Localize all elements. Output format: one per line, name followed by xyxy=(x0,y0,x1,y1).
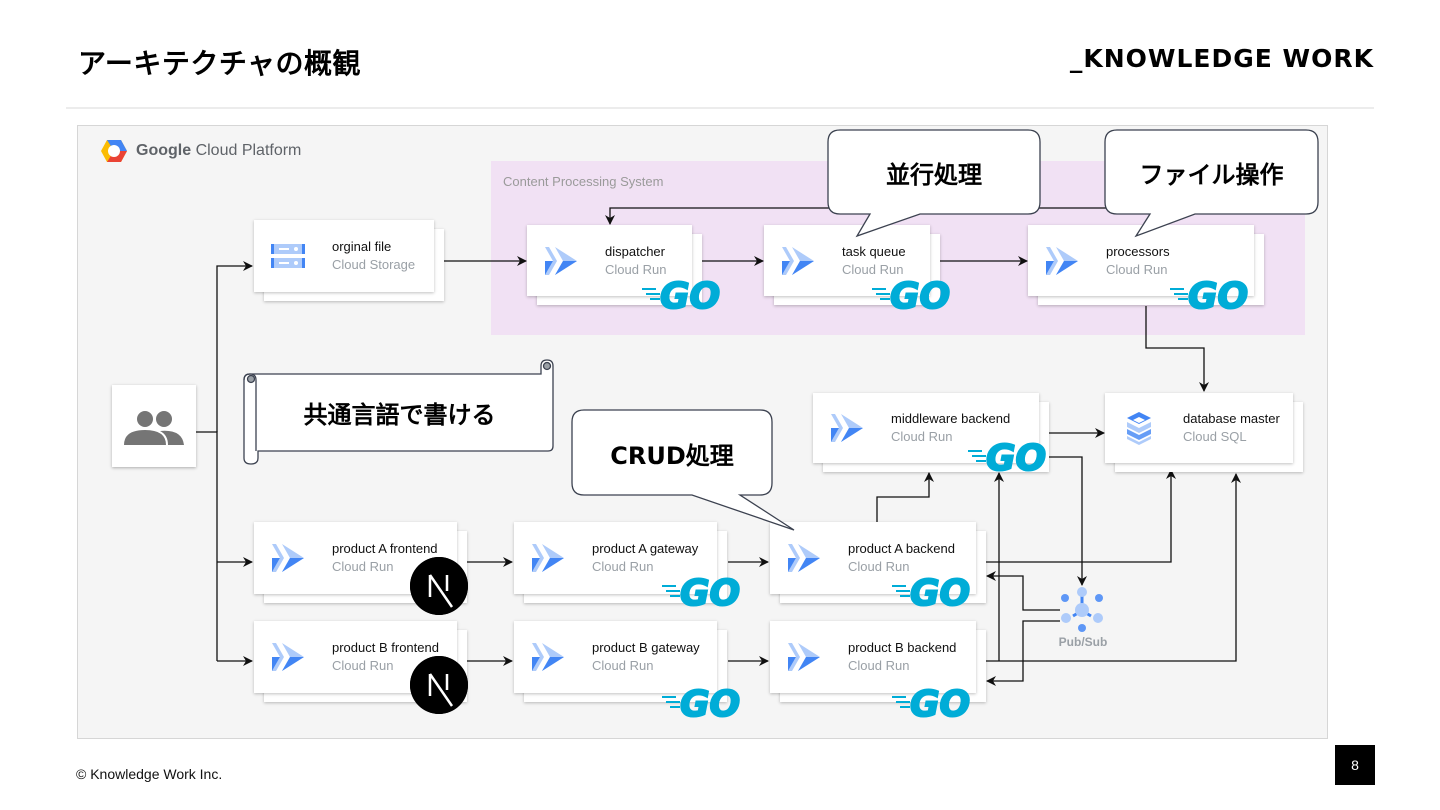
node-processors[interactable]: processors Cloud Run xyxy=(1028,225,1264,305)
node-card xyxy=(514,621,717,693)
go-logo-icon: GO xyxy=(872,275,951,318)
page-number: 8 xyxy=(1335,745,1375,785)
svg-text:GO: GO xyxy=(680,684,740,718)
cloud-run-icon xyxy=(831,414,863,442)
node-name: database master xyxy=(1183,411,1280,426)
go-logo-icon: GO xyxy=(892,572,971,615)
nextjs-logo-icon xyxy=(410,557,468,615)
nextjs-badge xyxy=(410,656,468,714)
svg-text:GO: GO xyxy=(910,684,970,718)
nextjs-badge xyxy=(410,557,468,615)
cloud-run-icon xyxy=(1046,246,1078,275)
go-badge: GO xyxy=(870,275,954,318)
node-service: Cloud Run xyxy=(592,658,654,673)
node-name: orginal file xyxy=(332,239,392,254)
node-name: product B backend xyxy=(848,640,957,655)
cloud-run-icon xyxy=(545,246,577,275)
cloud-sql-icon xyxy=(1127,412,1151,445)
gcp-brand-bold: Google xyxy=(136,142,192,159)
node-service: Cloud Run xyxy=(332,559,394,574)
node-name: dispatcher xyxy=(605,243,665,259)
cloud-storage-icon xyxy=(271,244,305,268)
node-name: processors xyxy=(1106,243,1170,259)
svg-text:GO: GO xyxy=(660,276,720,310)
node-card xyxy=(254,220,434,292)
nextjs-logo-icon xyxy=(410,656,468,714)
node-product-a-gateway[interactable]: product A gateway Cloud Run xyxy=(514,522,727,603)
brand-logo: _KNOWLEDGE WORK xyxy=(1069,44,1374,73)
users-node[interactable] xyxy=(112,385,196,467)
go-logo-icon: GO xyxy=(1170,275,1249,318)
node-name: product B frontend xyxy=(332,640,439,655)
node-service: Cloud SQL xyxy=(1183,429,1247,444)
users-icon xyxy=(124,411,184,445)
node-name: product A gateway xyxy=(592,541,699,556)
go-badge: GO xyxy=(660,683,744,726)
node-service: Cloud Run xyxy=(848,559,910,574)
svg-text:GO: GO xyxy=(986,438,1046,472)
node-service: Cloud Run xyxy=(842,261,904,277)
node-dispatcher[interactable]: dispatcher Cloud Run xyxy=(527,225,702,305)
cloud-run-icon xyxy=(532,544,564,572)
gcp-label: Google Cloud Platform xyxy=(100,138,301,164)
go-badge: GO xyxy=(1168,275,1252,318)
node-middleware-backend[interactable]: middleware backend Cloud Run xyxy=(813,393,1049,472)
cloud-run-icon xyxy=(788,643,820,671)
node-card xyxy=(770,621,976,693)
svg-text:GO: GO xyxy=(680,573,740,607)
node-name: product B gateway xyxy=(592,640,700,655)
node-service: Cloud Run xyxy=(592,559,654,574)
google-cloud-hexagon-icon xyxy=(101,140,127,162)
svg-text:GO: GO xyxy=(1188,276,1248,310)
svg-text:GO: GO xyxy=(890,276,950,310)
node-product-a-backend[interactable]: product A backend Cloud Run xyxy=(770,522,986,603)
cloud-run-icon xyxy=(532,643,564,671)
node-name: product A frontend xyxy=(332,541,438,556)
go-badge: GO xyxy=(966,437,1050,480)
callout-parallel: 並行処理 xyxy=(886,161,982,189)
copyright: © Knowledge Work Inc. xyxy=(76,766,223,782)
svg-text:GO: GO xyxy=(910,573,970,607)
header-divider xyxy=(66,107,1374,109)
pubsub-label: Pub/Sub xyxy=(1058,635,1108,649)
go-badge: GO xyxy=(640,275,724,318)
go-badge: GO xyxy=(890,683,974,726)
content-processing-label: Content Processing System xyxy=(503,174,664,189)
go-logo-icon: GO xyxy=(892,683,971,726)
node-service: Cloud Run xyxy=(1106,261,1168,277)
callout-crud: CRUD処理 xyxy=(610,442,734,470)
cloud-run-icon xyxy=(272,544,304,572)
go-logo-icon: GO xyxy=(968,437,1047,480)
go-logo-icon: GO xyxy=(662,572,741,615)
cloud-run-icon xyxy=(788,544,820,572)
cloud-run-icon xyxy=(272,643,304,671)
node-original-file[interactable]: orginal file Cloud Storage xyxy=(254,220,444,301)
cloud-run-icon xyxy=(782,246,814,275)
node-service: Cloud Run xyxy=(605,261,667,277)
node-card xyxy=(514,522,717,594)
pubsub-node[interactable]: Pub/Sub xyxy=(1055,584,1111,654)
node-database-master[interactable]: database master Cloud SQL xyxy=(1105,393,1303,472)
go-badge: GO xyxy=(660,572,744,615)
node-name: middleware backend xyxy=(891,411,1011,426)
go-logo-icon: GO xyxy=(662,683,741,726)
node-name: product A backend xyxy=(848,541,955,556)
node-service: Cloud Storage xyxy=(332,257,416,272)
node-service: Cloud Run xyxy=(891,429,953,444)
node-product-b-gateway[interactable]: product B gateway Cloud Run xyxy=(514,621,727,702)
node-product-b-backend[interactable]: product B backend Cloud Run xyxy=(770,621,986,702)
node-service: Cloud Run xyxy=(848,658,910,673)
node-service: Cloud Run xyxy=(332,658,394,673)
callout-common-language: 共通言語で書ける xyxy=(303,401,496,429)
callout-file-ops: ファイル操作 xyxy=(1139,161,1284,189)
pubsub-icon xyxy=(1061,587,1103,632)
gcp-brand-rest: Cloud Platform xyxy=(195,142,302,159)
node-name: task queue xyxy=(842,243,906,259)
page-title: アーキテクチャの概観 xyxy=(78,47,362,80)
go-badge: GO xyxy=(890,572,974,615)
node-card xyxy=(770,522,976,594)
go-logo-icon: GO xyxy=(642,275,721,318)
